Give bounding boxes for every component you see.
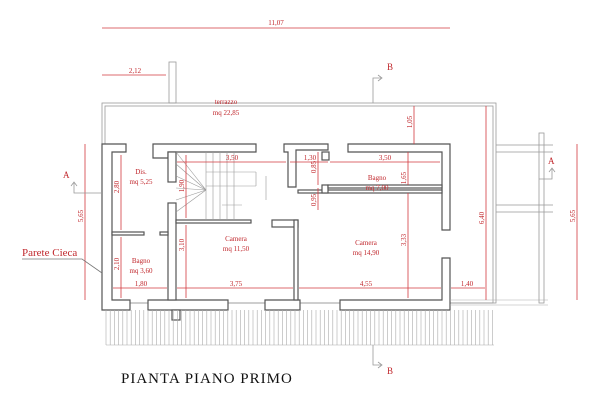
section-marker-b-top: B [372, 62, 393, 103]
dimension-far-right-height: 5,65 [569, 209, 577, 222]
hatch-line [175, 189, 207, 213]
dimension-hall-depth-bottom: 0,95 [310, 193, 318, 206]
svg-text:2,12: 2,12 [129, 67, 142, 75]
dimension-total-width: 11,07 [102, 19, 450, 29]
dimension-hall-depth-top: 0,85 [310, 160, 318, 173]
room-name-camera-2: Camera [355, 239, 378, 247]
dimension-dis-depth: 2,80 [113, 180, 121, 193]
dimension-bagno-small-width: 1,80 [135, 280, 148, 288]
dimension-balcony-width: 1,40 [461, 280, 474, 288]
section-marker-a-left: A [63, 170, 102, 194]
room-area-camera-2: mq 14,90 [353, 249, 380, 257]
svg-text:11,07: 11,07 [268, 19, 284, 27]
staircase [175, 151, 267, 220]
room-name-terrazzo: terrazzo [215, 98, 238, 106]
dimension-camera1-depth: 3,10 [178, 238, 186, 251]
room-area-dis: mq 5,25 [130, 178, 153, 186]
dimension-terrace-offset: 2,12 [102, 67, 166, 76]
terrace-outline [101, 102, 497, 304]
dimension-right-height: 6,40 [478, 211, 486, 224]
dimension-bagno-depth: 1,65 [400, 171, 408, 184]
hatch-line [175, 175, 207, 191]
hatch-line [175, 151, 207, 191]
dimension-hall-width: 1,30 [304, 154, 317, 162]
drawing-title: PIANTA PIANO PRIMO [121, 371, 293, 387]
walls [101, 143, 451, 321]
dimension-camera2-width: 4,55 [360, 280, 373, 288]
svg-text:B: B [387, 366, 393, 376]
side-balcony [496, 132, 553, 304]
section-marker-a-right: A [539, 156, 556, 180]
room-name-camera-1: Camera [225, 235, 248, 243]
blind-wall-label: Parete Cieca [22, 247, 103, 274]
svg-text:A: A [63, 170, 70, 180]
hatch-line [175, 189, 207, 201]
dimension-stair-width: 3,50 [226, 154, 239, 162]
room-name-dis: Dis. [135, 168, 147, 176]
dimension-terrace-depth: 1,05 [406, 115, 414, 128]
dimension-camera1-width: 3,75 [230, 280, 243, 288]
pillar [168, 61, 177, 104]
dimension-camera2-depth: 3,33 [400, 233, 408, 246]
dimension-bagno-small-depth: 2,10 [113, 257, 121, 270]
svg-text:A: A [548, 156, 555, 166]
room-name-bagno-small: Bagno [132, 257, 151, 265]
balcony-hatching [105, 299, 548, 346]
dimension-stair-depth: 1,90 [178, 179, 186, 192]
room-area-terrazzo: mq 22,85 [213, 109, 240, 117]
dimension-lines [84, 106, 578, 300]
svg-text:Parete Cieca: Parete Cieca [22, 247, 77, 259]
hatch-line [175, 187, 207, 191]
room-area-bagno-small: mq 3,60 [130, 267, 153, 275]
svg-text:B: B [387, 62, 393, 72]
section-marker-b-bottom: B [372, 345, 393, 376]
room-area-bagno-large: mq 7,00 [366, 184, 389, 192]
room-area-camera-1: mq 11,50 [223, 245, 250, 253]
room-name-bagno-large: Bagno [368, 174, 387, 182]
dimension-left-height: 5,65 [77, 209, 85, 222]
dimension-bagno-width: 3,50 [379, 154, 392, 162]
hatch-line [175, 163, 207, 191]
